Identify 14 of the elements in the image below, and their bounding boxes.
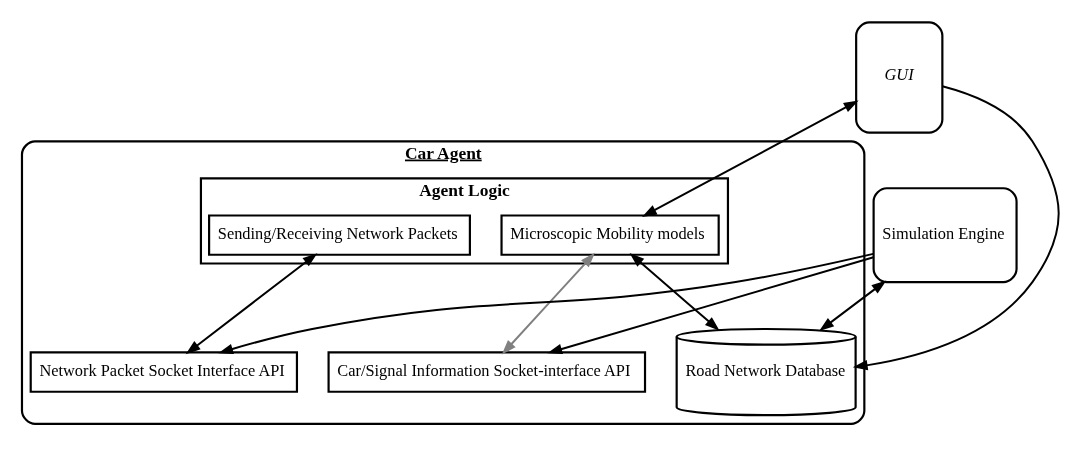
node-box: Car/Signal Information Socket-interface API — [327, 350, 647, 393]
arrow — [185, 252, 318, 354]
node-box: Microscopic Mobility models — [500, 213, 720, 256]
arrow — [852, 84, 1060, 370]
node-box: GUI — [855, 20, 944, 134]
arrow — [218, 252, 875, 354]
arrow — [642, 99, 859, 217]
node-box: Network Packet Socket Interface API — [29, 350, 299, 393]
arrow — [501, 252, 595, 355]
arrow — [547, 255, 875, 354]
node-box: Sending/Receiving Network Packets — [208, 213, 471, 256]
arrow — [819, 279, 887, 331]
node-box: Simulation Engine — [872, 186, 1018, 283]
arrow — [629, 252, 720, 331]
